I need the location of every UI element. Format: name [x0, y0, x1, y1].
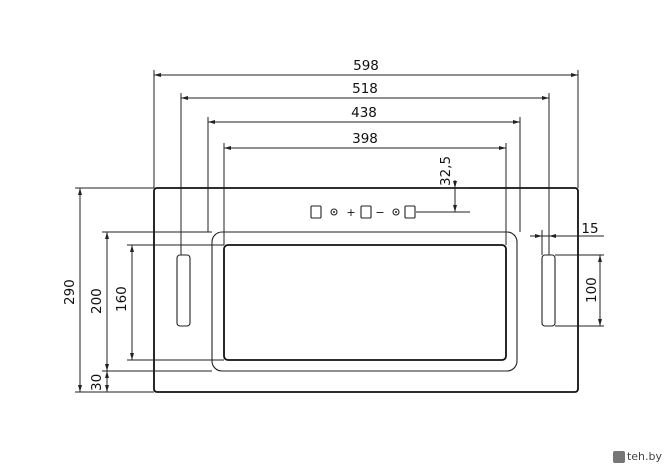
dim-32-5: 32,5 — [438, 156, 454, 186]
control-button-2 — [330, 208, 338, 216]
inner-frame — [211, 231, 518, 372]
control-button-7 — [404, 205, 416, 219]
dim-438: 438 — [351, 105, 377, 121]
left-slot — [176, 254, 191, 327]
control-button-3: + — [346, 206, 355, 219]
dim-30: 30 — [89, 374, 105, 391]
control-button-6 — [392, 208, 400, 216]
dim-200: 200 — [89, 288, 105, 314]
right-slot — [541, 254, 556, 327]
control-button-1 — [310, 205, 322, 219]
dim-398: 398 — [352, 131, 378, 147]
control-panel: + − — [310, 205, 416, 219]
control-button-5: − — [375, 206, 384, 219]
watermark: teh.by — [612, 450, 662, 463]
control-button-4 — [360, 205, 372, 219]
dim-598: 598 — [353, 58, 379, 74]
dim-290: 290 — [62, 279, 78, 305]
dim-518: 518 — [352, 81, 378, 97]
watermark-text: teh.by — [626, 450, 662, 463]
dim-15: 15 — [581, 221, 598, 237]
dim-160: 160 — [114, 286, 130, 312]
filter-window — [223, 244, 507, 361]
outer-body — [153, 187, 579, 393]
watermark-logo-icon — [612, 450, 625, 463]
dim-100: 100 — [584, 277, 600, 303]
